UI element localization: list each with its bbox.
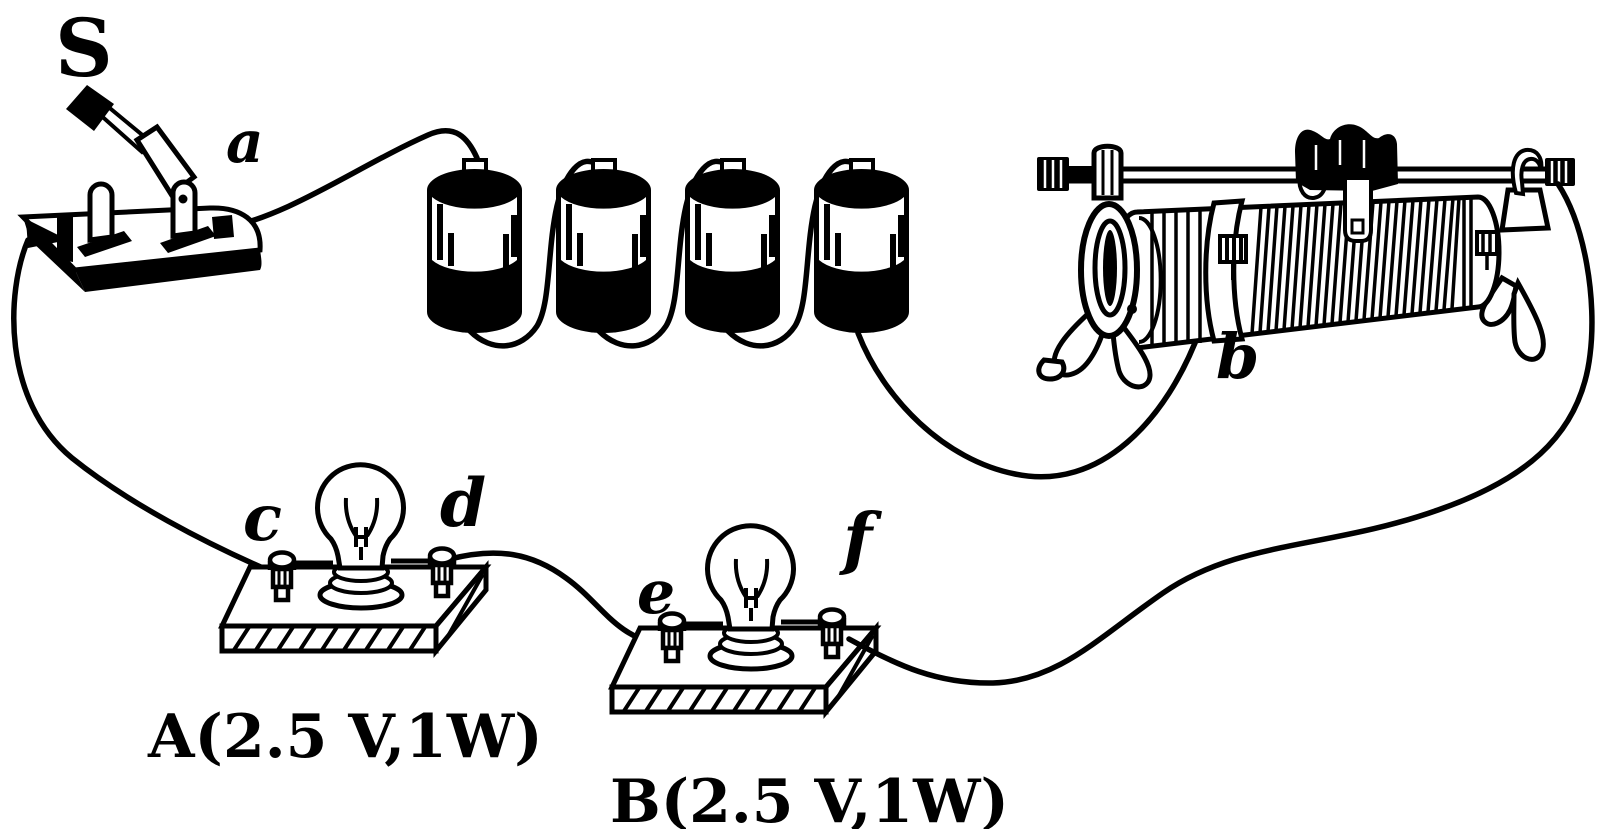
rheostat-right-stand-hook bbox=[1510, 147, 1544, 197]
rheostat-slider bbox=[1295, 124, 1398, 243]
circuit-wires bbox=[11, 128, 1238, 648]
rheostat-winding bbox=[1250, 197, 1461, 335]
battery-pack bbox=[427, 158, 909, 333]
switch-lever-blade bbox=[133, 123, 198, 198]
lamp-a-spec-label: A(2.5 V,1W) bbox=[147, 702, 543, 772]
battery-cell-1 bbox=[427, 158, 522, 333]
battery-cell-2 bbox=[556, 158, 651, 333]
switch-pivot-post bbox=[170, 179, 198, 239]
battery-cell-3 bbox=[685, 158, 780, 333]
switch-fixed-contact-post bbox=[87, 181, 115, 243]
battery-cell-4 bbox=[814, 158, 909, 333]
wire-switch-to-lamp-a-terminal-c bbox=[11, 237, 275, 575]
terminal-d-label: d bbox=[440, 464, 486, 542]
knife-switch bbox=[17, 85, 263, 292]
rheostat-left-stand bbox=[1036, 143, 1153, 390]
terminal-f-label: f bbox=[839, 499, 882, 579]
wire-switch-terminal-a-to-battery1 bbox=[218, 128, 480, 232]
terminal-c-label: c bbox=[243, 481, 282, 556]
terminal-e-label: e bbox=[637, 558, 675, 628]
rheostat-right-stand bbox=[1479, 187, 1552, 362]
rheostat bbox=[1036, 124, 1575, 390]
wire-lamp-a-terminal-d-to-lamp-b-terminal-e bbox=[447, 550, 664, 648]
rheostat-coil-body bbox=[1108, 194, 1502, 351]
switch-handle bbox=[66, 85, 114, 131]
terminal-a-label: a bbox=[226, 108, 264, 176]
lamp-b-spec-label: B(2.5 V,1W) bbox=[610, 767, 1009, 829]
switch-terminal-a-block bbox=[212, 215, 234, 239]
rheostat-right-clamp-screw bbox=[1475, 230, 1499, 270]
switch-label: S bbox=[55, 1, 113, 95]
wire-rheostat-to-lamp-b-terminal-f bbox=[846, 181, 1595, 686]
rheostat-terminal-b-clamp bbox=[1203, 198, 1248, 344]
terminal-b-label: b bbox=[1216, 320, 1259, 393]
